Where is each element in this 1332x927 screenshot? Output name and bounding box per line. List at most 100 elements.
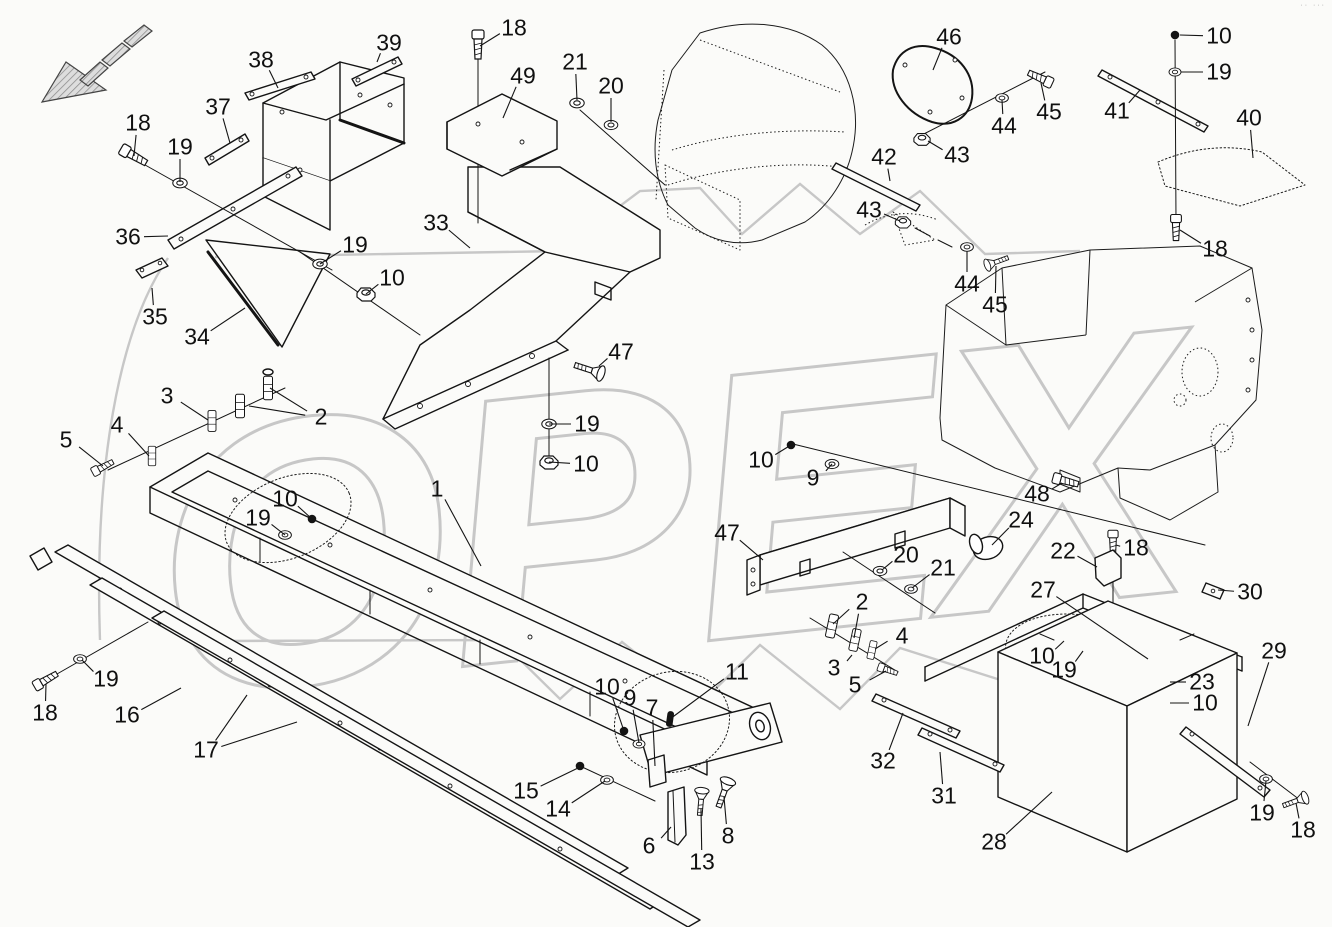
part-label-38: 38: [248, 46, 274, 73]
leader-line: [669, 678, 725, 720]
part-label-18: 18: [32, 699, 58, 726]
part-label-15: 15: [513, 777, 539, 804]
leader-line: [81, 659, 94, 672]
frame-part-1: [89, 368, 783, 846]
leader-line: [739, 539, 764, 561]
leader-line: [248, 405, 306, 416]
leader-line: [448, 229, 471, 249]
leader-line: [133, 134, 137, 157]
part-label-19: 19: [167, 133, 193, 160]
leader-lines: [45, 33, 1300, 851]
part-label-19: 19: [245, 504, 271, 531]
leader-line: [215, 694, 248, 741]
leader-line: [143, 235, 169, 238]
bracket-assembly-top-left: [135, 56, 421, 348]
leader-line: [319, 250, 342, 265]
leader-line: [1179, 229, 1202, 244]
part-label-35: 35: [142, 303, 168, 330]
strips-29-31-32: [871, 693, 1311, 813]
part-label-44: 44: [991, 112, 1017, 139]
part-label-10: 10: [379, 264, 405, 291]
leader-line: [540, 767, 579, 787]
part-label-39: 39: [376, 29, 402, 56]
leader-line: [128, 432, 150, 457]
part-label-6: 6: [642, 832, 656, 859]
leader-line: [881, 560, 893, 571]
part-label-18: 18: [1202, 235, 1228, 262]
part-label-18: 18: [1123, 534, 1149, 561]
part-label-21: 21: [930, 554, 956, 581]
part-label-4: 4: [110, 411, 124, 438]
part-label-20: 20: [893, 541, 919, 568]
part-label-19: 19: [1051, 656, 1077, 683]
plate-49: [446, 93, 558, 177]
part-label-10: 10: [1029, 642, 1055, 669]
leader-line: [269, 387, 308, 412]
leader-line: [1295, 802, 1300, 819]
leader-line: [1128, 89, 1141, 104]
part-label-43: 43: [856, 196, 882, 223]
part-label-1: 1: [430, 475, 444, 502]
leader-line: [1001, 99, 1004, 115]
part-label-9: 9: [623, 684, 637, 711]
part-label-19: 19: [1249, 799, 1275, 826]
part-label-2: 2: [314, 403, 328, 430]
part-label-19: 19: [574, 410, 600, 437]
cover-46-group: [891, 45, 1056, 146]
part-label-44: 44: [954, 270, 980, 297]
leader-line: [376, 52, 381, 63]
leader-line: [887, 168, 891, 182]
leader-line: [297, 505, 313, 520]
leader-line: [1250, 129, 1254, 159]
part-label-36: 36: [115, 223, 141, 250]
part-label-20: 20: [598, 72, 624, 99]
part-label-28: 28: [981, 828, 1007, 855]
part-label-19: 19: [1206, 58, 1232, 85]
part-label-42: 42: [871, 143, 897, 170]
part-label-5: 5: [59, 426, 73, 453]
leader-line: [479, 33, 501, 47]
part-label-29: 29: [1261, 637, 1287, 664]
leader-line: [994, 265, 997, 294]
leader-line: [825, 463, 833, 472]
part-label-27: 27: [1030, 576, 1056, 603]
leader-line: [1051, 482, 1063, 490]
leader-line: [853, 613, 860, 639]
leader-line: [444, 499, 482, 567]
part-label-10: 10: [1192, 689, 1218, 716]
part-label-19: 19: [342, 231, 368, 258]
part-label-2: 2: [855, 588, 869, 615]
part-label-10: 10: [594, 673, 620, 700]
part-label-46: 46: [936, 23, 962, 50]
leader-line: [78, 446, 104, 467]
leader-line: [888, 712, 904, 751]
part-label-47: 47: [714, 519, 740, 546]
part-label-3: 3: [827, 654, 841, 681]
part-label-21: 21: [562, 48, 588, 75]
leader-line: [1054, 640, 1065, 650]
leader-line: [268, 70, 279, 89]
leader-line: [502, 86, 517, 119]
box-28: [997, 600, 1238, 853]
leader-line: [1074, 650, 1084, 662]
part-label-14: 14: [545, 795, 571, 822]
leader-line: [869, 670, 887, 681]
leader-line: [632, 709, 640, 744]
part-label-10: 10: [748, 446, 774, 473]
leader-line: [151, 287, 154, 306]
leader-line: [210, 307, 246, 332]
leader-line: [575, 73, 578, 101]
direction-arrow-icon: [40, 24, 153, 103]
part-label-31: 31: [931, 782, 957, 809]
leader-line: [1056, 596, 1149, 660]
rails-16-17: [29, 544, 701, 927]
leader-line: [883, 213, 901, 222]
leader-line: [271, 523, 286, 536]
leader-line: [180, 401, 209, 421]
part-label-30: 30: [1237, 578, 1263, 605]
part-label-41: 41: [1104, 97, 1130, 124]
leader-line: [846, 654, 853, 662]
leader-line: [939, 751, 944, 785]
part-label-33: 33: [423, 209, 449, 236]
